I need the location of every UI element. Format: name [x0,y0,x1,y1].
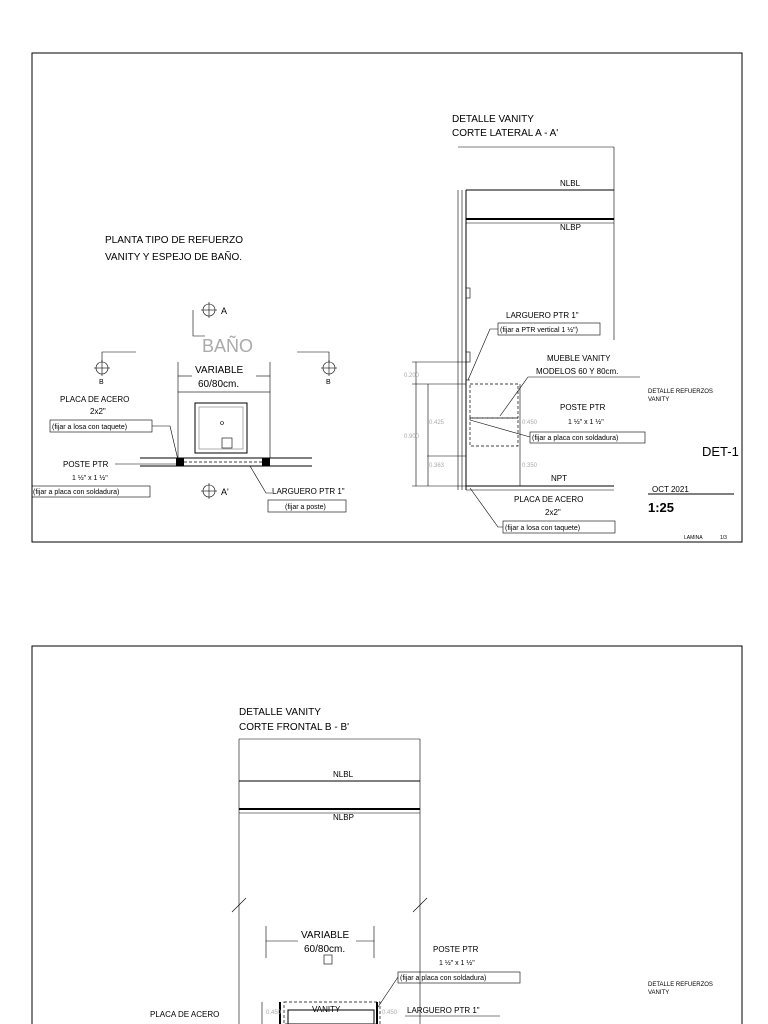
plan-poste-label-2: 1 ½" x 1 ½" [72,474,108,482]
svg-text:NLBL: NLBL [333,770,354,779]
svg-text:OCT 2021: OCT 2021 [652,485,689,494]
frontal-title-1: DETALLE VANITY [239,707,321,718]
svg-text:NLBP: NLBP [333,813,354,822]
lateral-mueble-2: MODELOS 60 Y 80cm. [536,367,618,376]
lateral-title-2: CORTE LATERAL A - A' [452,128,558,139]
lateral-larguero-1: LARGUERO PTR 1" [506,311,579,320]
plan-larguero-label-1: LARGUERO PTR 1" [272,487,345,496]
lateral-placa-1: PLACA DE ACERO [514,495,583,504]
svg-text:B: B [99,379,104,386]
svg-text:0.200: 0.200 [404,373,420,379]
svg-text:A: A [221,306,227,316]
svg-text:A': A' [221,487,229,497]
frontal-poste-1: POSTE PTR [433,945,479,954]
sheet-scale: 1:25 [648,500,674,515]
lateral-title-1: DETALLE VANITY [452,114,534,125]
svg-text:0.350: 0.350 [522,463,538,469]
lateral-section: NLBL NLBP NPT [457,146,615,491]
room-label: BAÑO [202,335,253,356]
svg-text:NPT: NPT [551,474,567,483]
lateral-mueble-1: MUEBLE VANITY [547,354,611,363]
frontal-title-2: CORTE FRONTAL B - B' [239,722,349,733]
section-mark-b-right: B [297,351,337,386]
frontal-variable-dim: 60/80cm. [304,944,345,955]
svg-text:0.425: 0.425 [429,420,445,426]
frontal-poste-3: (fijar a placa con soldadura) [400,975,486,982]
plan-title-line-2: VANITY Y ESPEJO DE BAÑO. [105,250,242,263]
sheet-2-border [31,645,743,1024]
section-mark-b-left: B [94,351,136,386]
plan-placa-label-1: PLACA DE ACERO [60,395,129,404]
section-mark-a-prime: A' [201,483,229,499]
lateral-placa-2: 2x2" [545,508,561,517]
plan-placa-label-2: 2x2" [90,407,106,416]
lateral-dimensions: 0.200 0.900 0.425 0.363 0.450 0.350 [404,361,538,487]
plan-poste-label-1: POSTE PTR [63,460,109,469]
lateral-placa-3: (fijar a losa con taquete) [505,525,580,532]
frontal-placa-1: PLACA DE ACERO [150,1010,219,1019]
svg-text:VANITY: VANITY [648,397,669,403]
lateral-poste-2: 1 ½" x 1 ½" [568,418,604,426]
vanity-plan [140,391,312,467]
svg-text:VANITY: VANITY [312,1005,341,1014]
svg-text:B: B [326,379,331,386]
title-block-1: DETALLE REFUERZOS VANITY DET-1 OCT 2021 … [648,389,739,541]
plan-variable-dim: 60/80cm. [198,379,239,390]
plan-larguero-label-2: (fijar a poste) [285,504,326,511]
svg-text:DETALLE REFUERZOS: DETALLE REFUERZOS [648,389,713,395]
svg-text:0.450: 0.450 [382,1010,398,1016]
svg-text:0.450: 0.450 [522,420,538,426]
plan-poste-label-3: (fijar a placa con soldadura) [33,489,119,496]
svg-text:LAMINA: LAMINA [684,535,703,541]
svg-text:0.900: 0.900 [404,434,420,440]
lateral-poste-1: POSTE PTR [560,403,606,412]
svg-text:1/3: 1/3 [720,535,727,541]
plan-placa-label-3: (fijar a losa con taquete) [52,424,127,431]
title-block-2-line-1: DETALLE REFUERZOS [648,982,713,988]
sheet-1-border [31,52,743,543]
sheet-1: PLANTA TIPO DE REFUERZO VANITY Y ESPEJO … [31,52,743,543]
sheet-2: DETALLE VANITY CORTE FRONTAL B - B' NLBL… [31,645,743,1024]
title-block-2-line-2: VANITY [648,990,669,996]
lateral-poste-3: (fijar a placa con soldadura) [532,435,618,442]
svg-text:NLBP: NLBP [560,223,581,232]
plan-variable-label: VARIABLE [195,365,243,376]
lateral-larguero-2: (fijar a PTR vertical 1 ½") [500,326,578,334]
svg-text:NLBL: NLBL [560,179,581,188]
frontal-poste-2: 1 ½" x 1 ½" [439,959,475,967]
svg-text:0.363: 0.363 [429,463,445,469]
frontal-larguero: LARGUERO PTR 1" [407,1006,480,1015]
frontal-section: NLBL NLBP VARIABLE 60/80cm. VANITY 0.450… [231,738,428,1024]
sheet-code: DET-1 [702,444,739,459]
section-mark-a: A [192,302,227,337]
frontal-variable: VARIABLE [301,930,349,941]
svg-text:0.450: 0.450 [266,1010,282,1016]
plan-title-line-1: PLANTA TIPO DE REFUERZO [105,235,243,246]
